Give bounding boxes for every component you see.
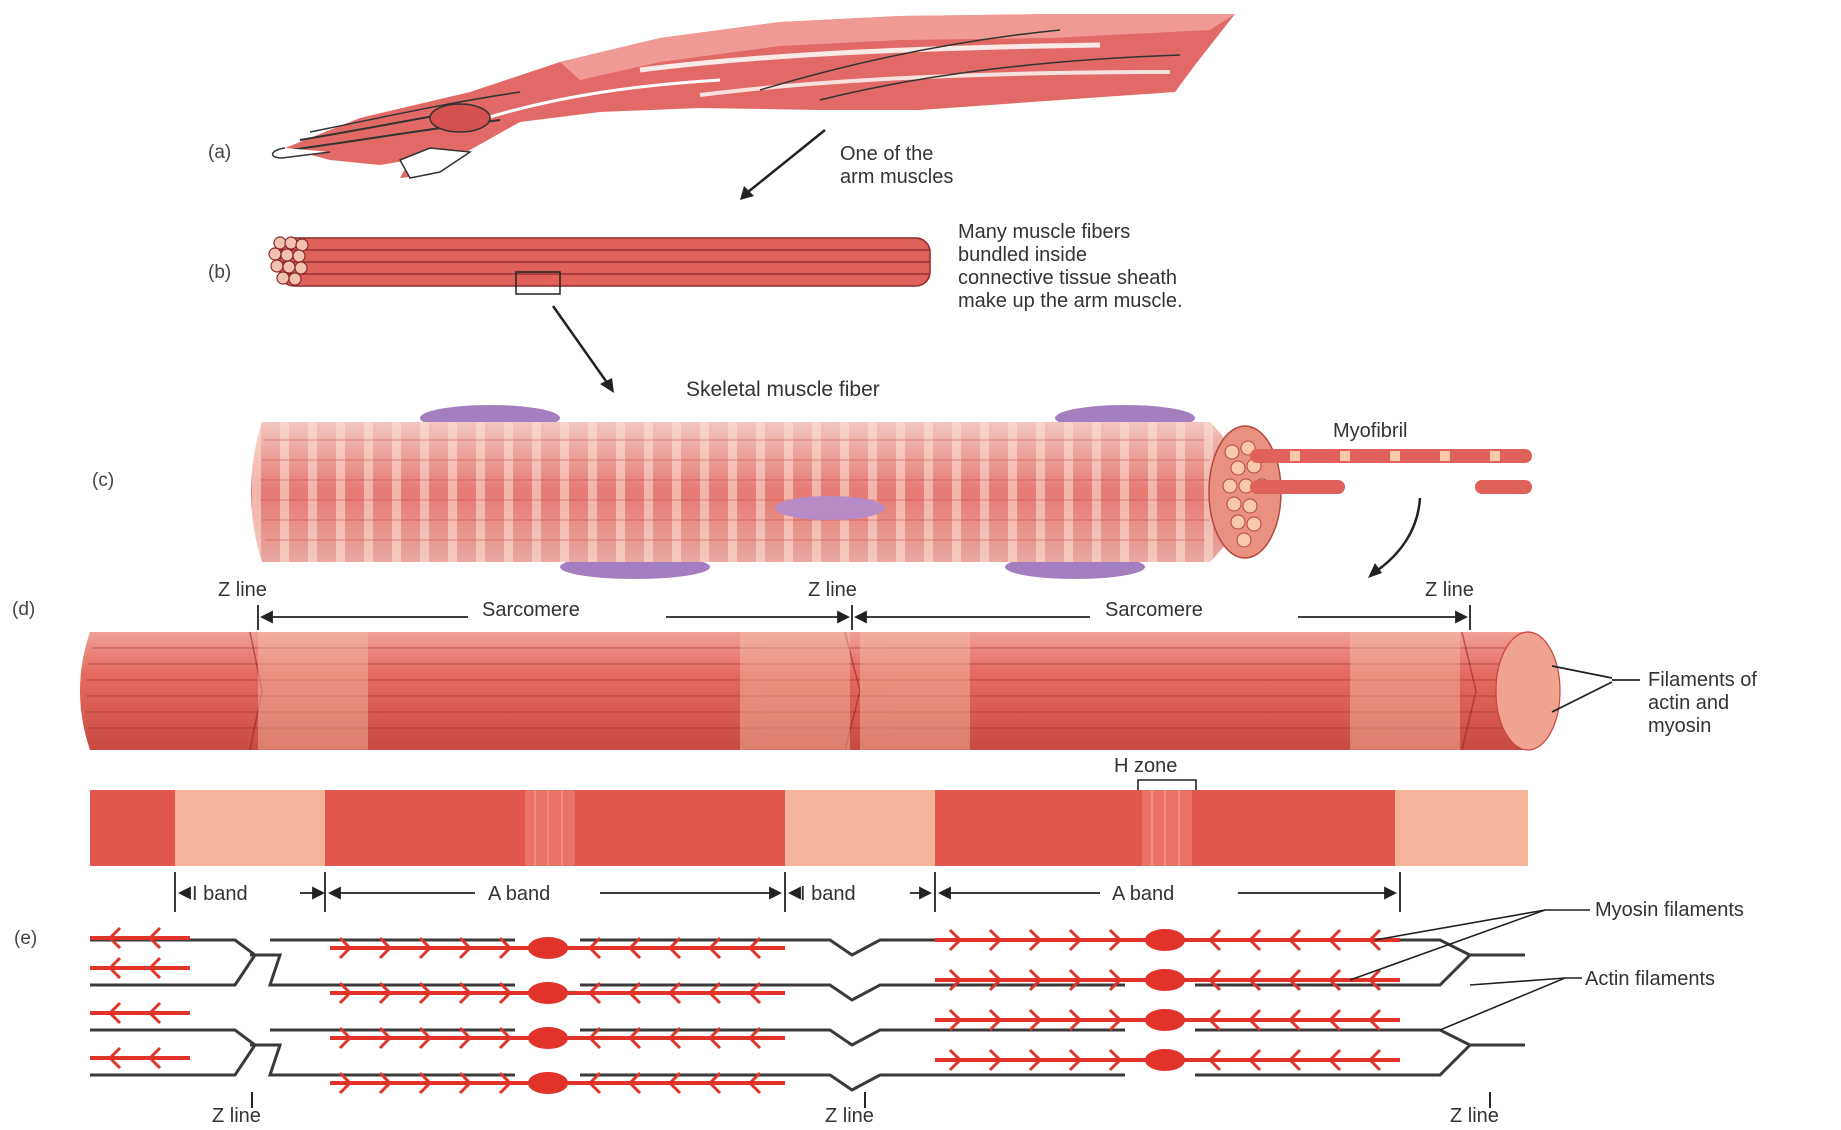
z-line-label-d3: Z line: [1425, 579, 1474, 601]
skeletal-muscle-fiber: [251, 405, 1281, 579]
panel-d-myofibril: (d) Z line Z line Z line Sarcomere Sarco…: [12, 579, 1757, 912]
actin-filaments-label: Actin filaments: [1585, 968, 1715, 990]
bundle-caption-2: bundled inside: [958, 244, 1087, 266]
h-zone-bracket: [1138, 780, 1196, 790]
myosin-filaments-label: Myosin filaments: [1595, 899, 1744, 921]
bundle-caption-4: make up the arm muscle.: [958, 290, 1183, 312]
sarcomere-label-2: Sarcomere: [1105, 599, 1203, 621]
panel-c-fiber: (c) Skeletal muscle fiber: [92, 378, 1532, 579]
muscle-fiber-bundle: [269, 237, 930, 294]
filament-pointers: [1350, 910, 1590, 1030]
filaments-caption-2: actin and: [1648, 692, 1729, 714]
i-band-label-1: I band: [192, 883, 248, 905]
bundle-caption-3: connective tissue sheath: [958, 267, 1177, 289]
actin-filaments-drawing: [90, 940, 1525, 1090]
z-line-label-e2: Z line: [825, 1105, 874, 1125]
arrow-c-to-d: [1368, 498, 1420, 578]
band-strip: [90, 790, 1528, 866]
myosin-filaments-drawing: [90, 928, 1400, 1093]
panel-b-label: (b): [208, 262, 231, 283]
arm-muscle-caption-2: arm muscles: [840, 166, 953, 188]
myofibril-strands: [1250, 449, 1532, 494]
z-line-label-d1: Z line: [218, 579, 267, 601]
z-line-label-d2: Z line: [808, 579, 857, 601]
bundle-caption-1: Many muscle fibers: [958, 221, 1130, 243]
myofibril-cylinder: [80, 632, 1560, 750]
z-line-label-e3: Z line: [1450, 1105, 1499, 1125]
i-band-label-2: I band: [800, 883, 856, 905]
panel-e-label: (e): [14, 928, 37, 949]
panel-c-label: (c): [92, 470, 114, 491]
panel-b-bundle: (b) Many muscle fibers bundled inside co…: [208, 221, 1183, 393]
arrow-a-to-b: [740, 130, 825, 200]
myofibril-label: Myofibril: [1333, 420, 1407, 442]
skeletal-fiber-title: Skeletal muscle fiber: [686, 378, 880, 401]
filaments-caption-1: Filaments of: [1648, 669, 1757, 691]
z-line-label-e1: Z line: [212, 1105, 261, 1125]
panel-e-filaments: (e): [14, 899, 1744, 1125]
h-zone-label: H zone: [1114, 755, 1177, 777]
panel-a-label: (a): [208, 142, 231, 163]
panel-a-arm: (a) One of the arm muscles: [208, 14, 1235, 200]
sarcomere-label-1: Sarcomere: [482, 599, 580, 621]
filaments-pointer: [1552, 666, 1640, 712]
band-brackets: [175, 872, 1400, 912]
panel-d-label: (d): [12, 599, 35, 620]
filaments-caption-3: myosin: [1648, 715, 1711, 737]
a-band-label-1: A band: [488, 883, 550, 905]
arrow-b-to-c: [553, 306, 614, 393]
arm-muscle-illustration: [273, 14, 1235, 178]
sarcomere-brackets: [258, 605, 1470, 630]
arm-muscle-caption-1: One of the: [840, 143, 933, 165]
a-band-label-2: A band: [1112, 883, 1174, 905]
